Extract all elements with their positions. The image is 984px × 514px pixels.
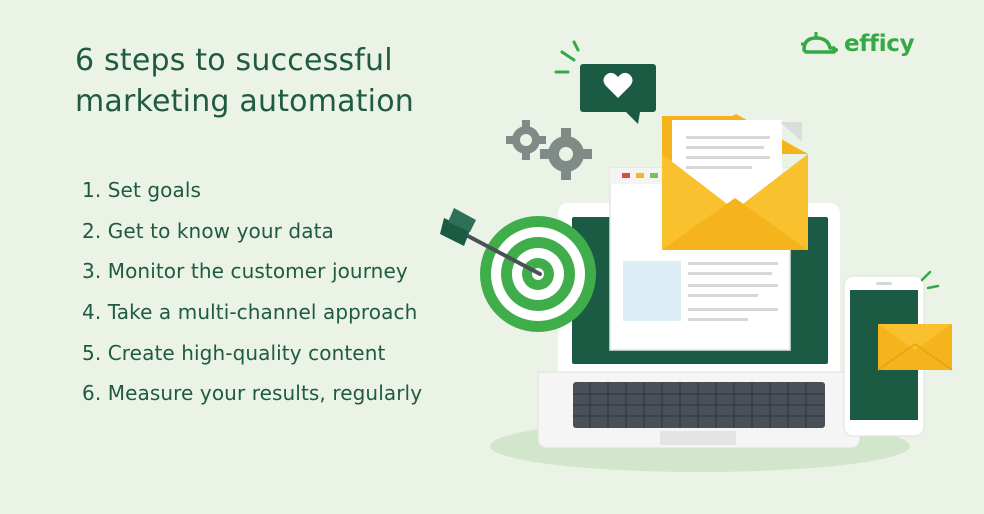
- phone-icon: [843, 270, 953, 437]
- list-item: 1. Set goals: [82, 178, 202, 203]
- steps-list: 1. Set goals 2. Get to know your data 3.…: [82, 170, 422, 414]
- list-item: 4. Take a multi-channel approach: [82, 300, 418, 325]
- list-item: 5. Create high-quality content: [82, 340, 386, 365]
- brand-name: efficy: [844, 31, 915, 57]
- page-title: 6 steps to successful marketing automati…: [75, 40, 495, 122]
- list-item: 6. Measure your results, regularly: [82, 381, 423, 406]
- title-line-2: marketing automation: [75, 84, 414, 119]
- list-item: 3. Monitor the customer journey: [82, 259, 408, 284]
- heart-chat-icon: [554, 40, 656, 124]
- envelope-icon: [662, 114, 808, 250]
- brand-logo: efficy: [800, 26, 926, 62]
- efficy-logo-icon: [801, 32, 838, 54]
- gear-icon: [506, 120, 592, 180]
- arrow-icon: [440, 208, 542, 276]
- list-item: 2. Get to know your data: [82, 218, 334, 243]
- marketing-illustration: [440, 40, 953, 472]
- title-line-1: 6 steps to successful: [75, 43, 393, 78]
